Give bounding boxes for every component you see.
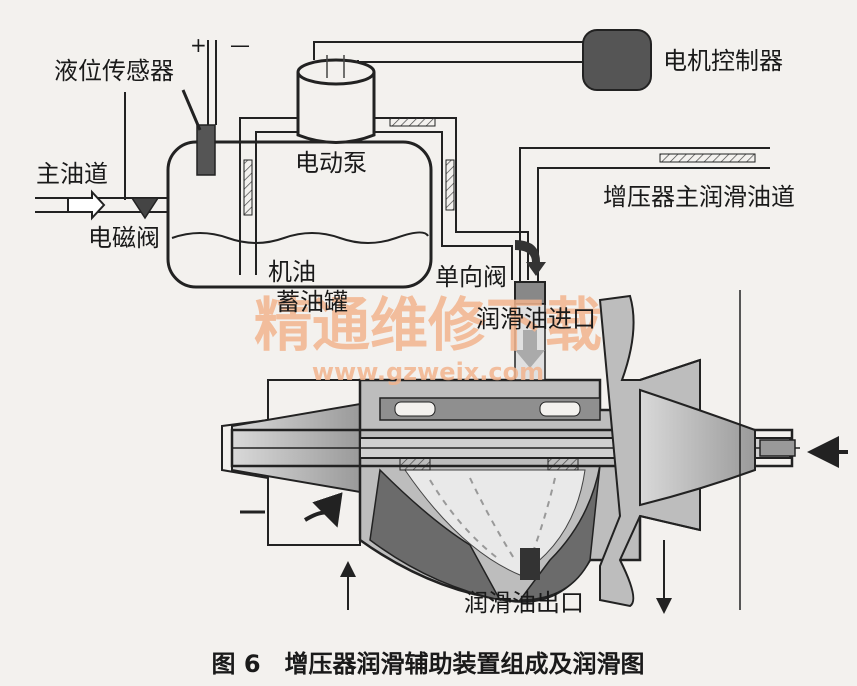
label-check-valve: 单向阀 (435, 263, 507, 291)
electric-pump-shape (296, 55, 376, 144)
label-oil-tank: 蓄油罐 (276, 288, 348, 316)
label-turbo-main-lube: 增压器主润滑油道 (603, 183, 795, 211)
label-electric-pump: 电动泵 (295, 149, 367, 177)
label-motor-controller: 电机控制器 (663, 47, 783, 75)
label-plus: + (190, 33, 207, 57)
flow-arrows-upper (67, 117, 756, 276)
label-main-oil-passage: 主油道 (36, 160, 108, 188)
label-oil-inlet: 润滑油进口 (476, 305, 596, 333)
solenoid-valve-shape (130, 197, 160, 220)
turbocharger (221, 290, 848, 614)
figure-caption: 图 6 增压器润滑辅助装置组成及润滑图 (211, 650, 644, 678)
label-level-sensor: 液位传感器 (54, 57, 174, 85)
watermark-url: www.gzweix.com (312, 358, 544, 386)
level-sensor (181, 40, 217, 176)
control-wires (313, 41, 583, 63)
oil-tank (166, 140, 433, 289)
watermark-title: 精通维修下载 (254, 291, 602, 359)
label-oil-outlet: 润滑油出口 (464, 589, 584, 617)
motor-controller-box (582, 29, 652, 91)
label-solenoid-valve: 电磁阀 (88, 224, 160, 252)
label-engine-oil: 机油 (268, 258, 316, 286)
label-minus: — (230, 33, 250, 57)
